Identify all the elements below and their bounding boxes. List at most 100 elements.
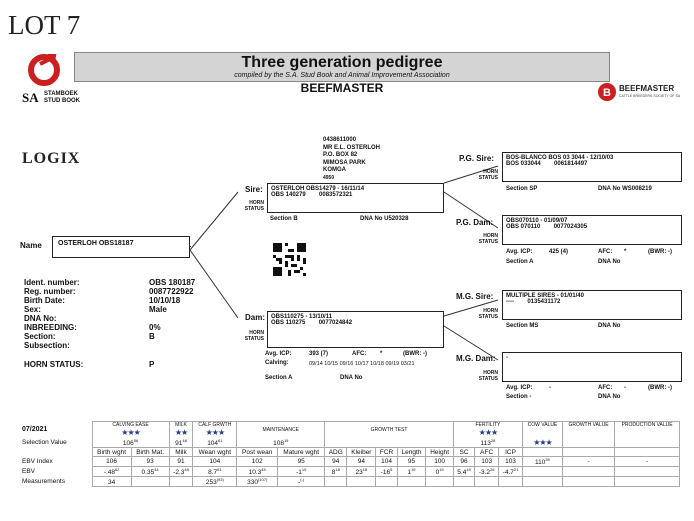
ebv-cell-acc: 19 [439, 467, 444, 473]
ebv-cell-value: -2.3 [173, 469, 185, 477]
ebv-index-cell-value: 91 [177, 458, 185, 466]
mg-dam-line1: - [506, 355, 508, 361]
ebv-header-cell: Wean wght [192, 447, 238, 457]
ebv-cell-acc: 44 [154, 467, 159, 473]
dam-line2: OBS 110275 0077024842 [271, 320, 353, 326]
ebv-cell-value: 5.4 [457, 469, 467, 477]
mg-dam-horn-status-label: HORN STATUS [478, 370, 498, 382]
mg-dam-avg-icp-value: - [549, 385, 551, 391]
ident-number-value: OBS 180187 [149, 278, 196, 287]
ebv-cell-acc: 19 [411, 467, 416, 473]
ebv-index-cell: - [561, 455, 616, 468]
ebv-cell-value: 8 [331, 469, 336, 477]
breeder-code: 4950 [323, 174, 335, 181]
dam-calving-label: Calving: [265, 360, 289, 366]
ebv-index-cell-value: 104 [209, 458, 221, 466]
animal-name: OSTERLOH OBS18187 [58, 240, 134, 247]
dam-label: Dam: [245, 313, 266, 322]
beefmaster-emblem-icon: B [598, 83, 616, 101]
ebv-cell-acc: 45 [261, 467, 266, 473]
ebv-header-cell-value: Birth Mat. [136, 448, 165, 456]
ebv-index-cell-value: 100 [434, 458, 446, 466]
ebv-header-cell [521, 447, 563, 457]
measurement-cell [168, 476, 194, 488]
ebv-index-cell-value: 95 [297, 458, 305, 466]
sire-box: OSTERLOH OBS14279 - 16/11/14 OBS 140279 … [267, 183, 444, 213]
qr-code [273, 243, 306, 276]
ebv-index-cell: 91 [168, 455, 194, 468]
sel-calving-ease: 10656 [91, 437, 170, 448]
pg-dam-label: P.G. Dam: [456, 218, 494, 227]
measurement-cell-value: 34 [107, 479, 116, 487]
group-maintenance: MAINTENANCE [236, 420, 326, 438]
dam-box: OBS110275 - 13/10/11 OBS 110275 00770248… [267, 311, 444, 348]
measurement-cell-acc: (107) [257, 477, 268, 483]
measurements-label: Measurements [22, 478, 65, 486]
measurement-cell-acc: (93) [216, 477, 224, 483]
ebv-cell: -119 [277, 466, 326, 478]
sel-milk-value: 91 [175, 439, 183, 447]
sel-cg-acc: 61 [218, 437, 223, 443]
ebv-cell-acc: 18 [335, 467, 340, 473]
sel-ce-value: 106 [122, 439, 134, 447]
ebv-cell [561, 466, 616, 478]
ebv-cell: 10.345 [236, 466, 279, 478]
ebv-header-cell: ICP [498, 447, 523, 457]
ebv-header-blank [20, 448, 92, 457]
sel-ce-acc: 56 [133, 437, 139, 443]
ebv-header-cell: ADG [324, 447, 348, 457]
measurement-cell-value: - [298, 479, 301, 487]
ebv-index-cell: 96 [452, 455, 476, 468]
mg-sire-box: MULTIPLE SIRES - 01/01/40 ---- 013543117… [502, 290, 682, 320]
mg-sire-line1: MULTIPLE SIRES - 01/01/40 [506, 293, 584, 299]
ebv-index-cell: 93 [130, 455, 170, 468]
ebv-header-cell-value: SC [459, 448, 469, 456]
ebv-index-cell: 106 [91, 455, 132, 468]
beefmaster-logo-name: BEEFMASTER [619, 84, 675, 93]
ebv-cell-acc: 61 [217, 467, 222, 473]
ebv-header-cell-value: ADG [328, 448, 343, 456]
sire-section: Section B [270, 216, 298, 222]
mg-dam-bwr: (BWR: -) [648, 385, 672, 391]
ebv-header-cell-value: Height [430, 448, 450, 456]
measurement-cell: 34 [91, 476, 132, 488]
ebv-cell: -.4862 [91, 466, 132, 478]
ebv-cell-value: -4.7 [502, 469, 514, 477]
mg-sire-line2: ---- 0135431172 [506, 299, 561, 305]
table-date: 07/2021 [22, 426, 48, 433]
sa-studbook-logo: SA STAMBOEK STUD BOOK [22, 50, 92, 106]
studbook-emblem-icon [28, 54, 60, 86]
sel-cg-value: 104 [207, 439, 219, 447]
dam-horn-status-label: HORN STATUS [244, 330, 264, 342]
measurement-cell [375, 476, 398, 488]
dam-avg-icp-label: Avg. ICP: [265, 351, 292, 357]
ebv-index-cell: 102 [236, 455, 279, 468]
sa-logo-text: SA [22, 90, 39, 105]
ebv-header-cell: Mature wght [277, 447, 326, 457]
sire-label: Sire: [245, 185, 263, 194]
sel-calf-growth: 10461 [192, 437, 238, 448]
sel-growth-test [324, 437, 454, 448]
mg-dam-dna: DNA No [598, 394, 621, 400]
ebv-index-cell-value: 102 [251, 458, 263, 466]
ebv-cell-acc: 5 [390, 467, 393, 473]
beefmaster-logo: B BEEFMASTER CATTLE BREEDERS SOCIETY OF … [597, 82, 687, 104]
ebv-header-cell-value: Length [401, 448, 422, 456]
sel-maint-value: 108 [273, 439, 284, 447]
ebv-cell [521, 466, 563, 478]
milk-stars-icon: ★★ [174, 428, 188, 438]
measurement-cell: -(-) [277, 476, 326, 488]
horn-status-value: P [149, 360, 155, 369]
ebv-header-cell: Milk [168, 447, 194, 457]
ebv-index-cell-acc: 39 [545, 457, 550, 462]
breeder-address: 0438611000 MR E.L. OSTERLOH P.O. BOX 82 … [323, 137, 380, 182]
ebv-index-cell-value: 104 [381, 458, 392, 466]
group-fertility: FERTILITY★★★ [452, 420, 523, 438]
breeder-city: KOMGA [323, 167, 346, 173]
pg-dam-avg-icp-value: 425 (4) [549, 249, 569, 255]
page-title: Three generation pedigree [241, 54, 443, 71]
dam-afc-label: AFC: [352, 351, 367, 357]
ebv-index-cell: 95 [396, 455, 427, 468]
